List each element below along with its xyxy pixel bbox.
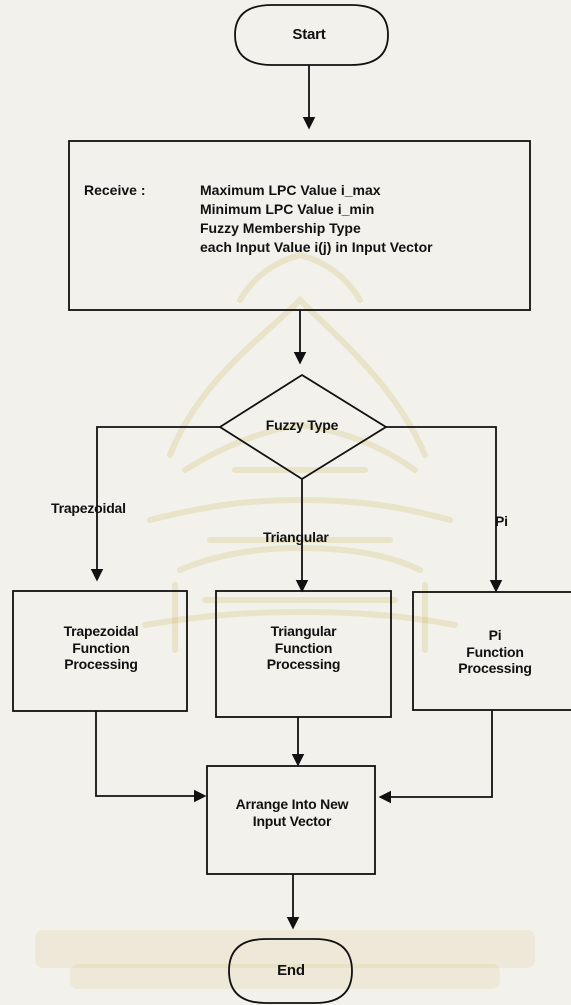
pi-process-label: Pi Function Processing — [435, 627, 555, 677]
pi-line-3: Processing — [435, 660, 555, 677]
receive-title: Receive : — [84, 182, 145, 198]
receive-line-fuzzy-type: Fuzzy Membership Type — [200, 220, 433, 239]
trapezoidal-line-2: Function — [31, 640, 171, 657]
trapezoidal-line-3: Processing — [31, 656, 171, 673]
trapezoidal-to-arrange-connector — [96, 711, 204, 796]
receive-lines: Maximum LPC Value i_max Minimum LPC Valu… — [200, 182, 433, 258]
trapezoidal-line-1: Trapezoidal — [31, 623, 171, 640]
pi-line-1: Pi — [435, 627, 555, 644]
arrange-line-1: Arrange Into New — [216, 796, 368, 813]
triangular-line-1: Triangular — [231, 623, 376, 640]
branch-right-label: Pi — [495, 513, 508, 530]
end-label: End — [263, 962, 319, 980]
receive-line-input-value: each Input Value i(j) in Input Vector — [200, 239, 433, 258]
arrange-line-2: Input Vector — [216, 813, 368, 830]
decision-right-connector — [386, 427, 496, 590]
branch-middle-label: Triangular — [263, 529, 329, 546]
decision-label: Fuzzy Type — [258, 417, 346, 434]
trapezoidal-process-label: Trapezoidal Function Processing — [31, 623, 171, 673]
pi-line-2: Function — [435, 644, 555, 661]
receive-line-max: Maximum LPC Value i_max — [200, 182, 433, 201]
triangular-line-2: Function — [231, 640, 376, 657]
receive-text-block: Receive : Maximum LPC Value i_max Minimu… — [84, 182, 434, 278]
start-label: Start — [278, 26, 340, 44]
branch-left-label: Trapezoidal — [51, 500, 126, 517]
receive-line-min: Minimum LPC Value i_min — [200, 201, 433, 220]
arrange-process-label: Arrange Into New Input Vector — [216, 796, 368, 829]
triangular-line-3: Processing — [231, 656, 376, 673]
pi-to-arrange-connector — [381, 710, 492, 797]
triangular-process-label: Triangular Function Processing — [231, 623, 376, 673]
